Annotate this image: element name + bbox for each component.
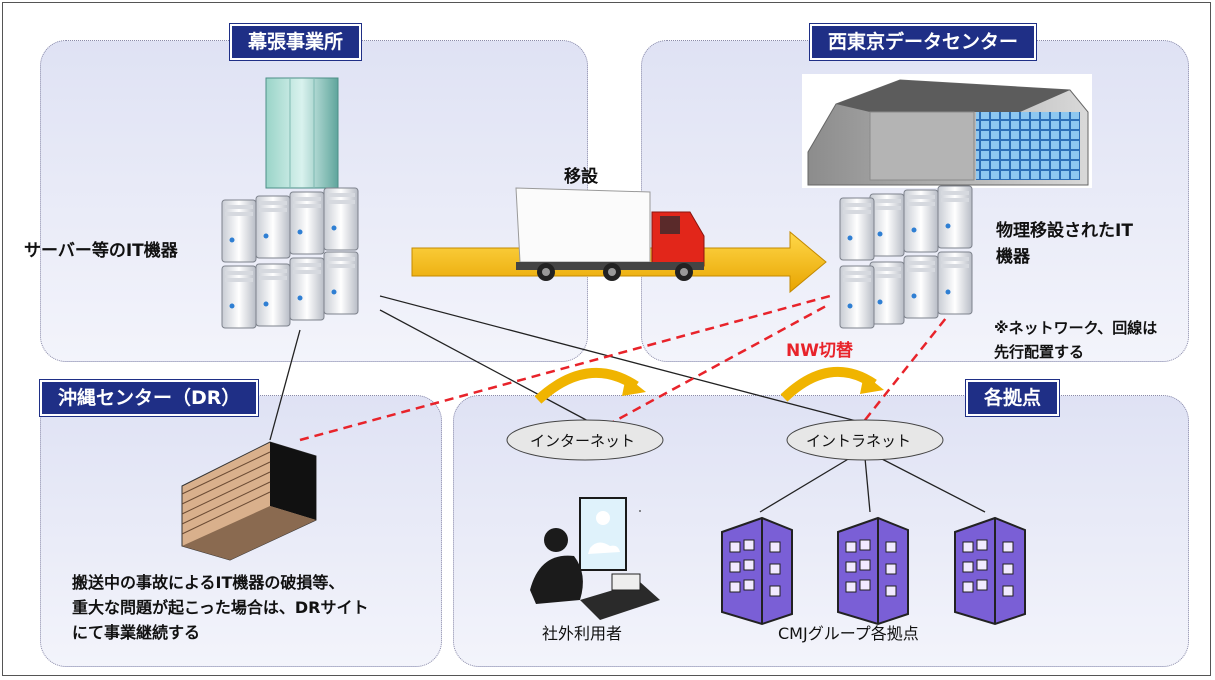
network-note-line-2: 先行配置する bbox=[994, 343, 1085, 361]
network-note-line-1: ※ネットワーク、回線は bbox=[994, 319, 1158, 337]
moved-equipment-line-1: 物理移設されたIT bbox=[996, 221, 1133, 241]
internet-label: インターネット bbox=[530, 432, 636, 450]
server-cluster-icon bbox=[221, 187, 359, 329]
intranet-label: イントラネット bbox=[806, 432, 912, 450]
truck-icon bbox=[515, 187, 705, 281]
nishitokyo-title: 西東京データセンター bbox=[810, 24, 1037, 60]
nw-switch-label: NW切替 bbox=[786, 341, 853, 361]
link-makuhari-intranet bbox=[379, 295, 861, 423]
okinawa-title: 沖縄センター（DR） bbox=[40, 380, 259, 416]
office-tower-icon bbox=[265, 77, 339, 189]
makuhari-title: 幕張事業所 bbox=[230, 24, 362, 60]
group-base-3-icon bbox=[954, 517, 1026, 625]
switch-arrow-intranet-icon bbox=[780, 366, 884, 402]
network-note: ※ネットワーク、回線は 先行配置する bbox=[994, 316, 1157, 364]
switch-arrow-internet-icon bbox=[534, 368, 646, 404]
moved-equipment-line-2: 機器 bbox=[996, 247, 1030, 267]
link-makuhari-okinawa bbox=[269, 329, 301, 441]
dr-description: 搬送中の事故によるIT機器の破損等、 重大な問題が起こった場合は、DRサイト に… bbox=[72, 570, 368, 645]
external-users-label: 社外利用者 bbox=[542, 624, 623, 643]
dashed-internet-link bbox=[579, 304, 827, 442]
group-base-2-icon bbox=[837, 517, 909, 625]
dr-building-icon bbox=[181, 441, 317, 561]
relocation-label: 移設 bbox=[564, 167, 598, 187]
cmj-bases-label: CMJグループ各拠点 bbox=[778, 624, 919, 643]
datacenter-building-icon bbox=[802, 74, 1092, 188]
internet-cloud bbox=[506, 419, 664, 461]
link-makuhari-internet bbox=[379, 309, 591, 423]
moved-equipment-label: 物理移設されたIT 機器 bbox=[996, 218, 1133, 270]
dr-description-line-3: にて事業継続する bbox=[72, 623, 201, 642]
servers-label: サーバー等のIT機器 bbox=[24, 241, 178, 261]
bases-title: 各拠点 bbox=[966, 380, 1060, 416]
external-user-icon bbox=[530, 497, 660, 620]
link-intranet-base3 bbox=[879, 457, 986, 513]
dashed-intranet-link bbox=[864, 317, 947, 421]
moved-server-cluster-icon bbox=[839, 185, 973, 329]
link-intranet-base1 bbox=[759, 457, 851, 513]
link-intranet-base2 bbox=[864, 457, 871, 513]
intranet-cloud bbox=[786, 419, 944, 461]
dashed-dr-link bbox=[299, 294, 831, 442]
dr-description-line-2: 重大な問題が起こった場合は、DRサイト bbox=[72, 598, 369, 617]
group-base-1-icon bbox=[721, 517, 793, 625]
dr-description-line-1: 搬送中の事故によるIT機器の破損等、 bbox=[72, 573, 345, 592]
